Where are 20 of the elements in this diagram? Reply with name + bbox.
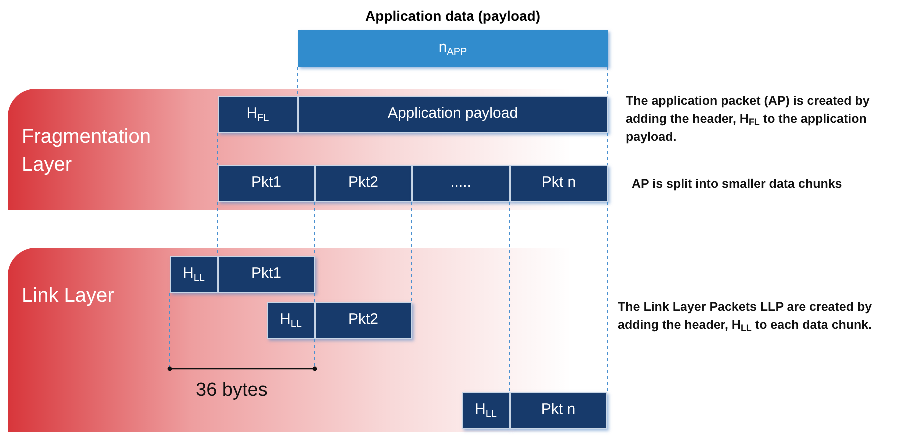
packet-block: H$_{LL}$ <box>170 256 218 293</box>
packet-block: Pkt1 <box>218 256 315 293</box>
dashed-guide-line <box>314 292 316 302</box>
packet-block: Pkt2 <box>315 165 412 202</box>
note-text: The Link Layer Packets LLP are created by adding the header, H$_{LL}$ to each data chunk. <box>618 299 874 334</box>
block-heading: Application data (payload) <box>364 7 542 26</box>
packet-block: ..... <box>412 165 510 202</box>
packet-block: H$_{LL}$ <box>462 392 510 429</box>
packet-block: Pkt1 <box>218 165 315 202</box>
layer-label: Link Layer <box>22 284 116 309</box>
note-text: AP is split into smaller data chunks <box>632 176 844 193</box>
packet-block: H$_{LL}$ <box>267 302 315 339</box>
packet-block: Pkt n <box>510 165 608 202</box>
packet-block: H$_{FL}$ <box>218 96 298 133</box>
packet-block: Pkt n <box>510 392 607 429</box>
note-text: The application packet (AP) is created by adding the header, H$_{FL}$ to the application payload. <box>626 93 871 146</box>
dimension-label: 36 bytes <box>196 379 269 403</box>
layer-label: Fragmentation Layer <box>22 125 152 178</box>
packet-block: Application payload <box>298 96 608 133</box>
packet-block: Pkt2 <box>315 302 412 339</box>
